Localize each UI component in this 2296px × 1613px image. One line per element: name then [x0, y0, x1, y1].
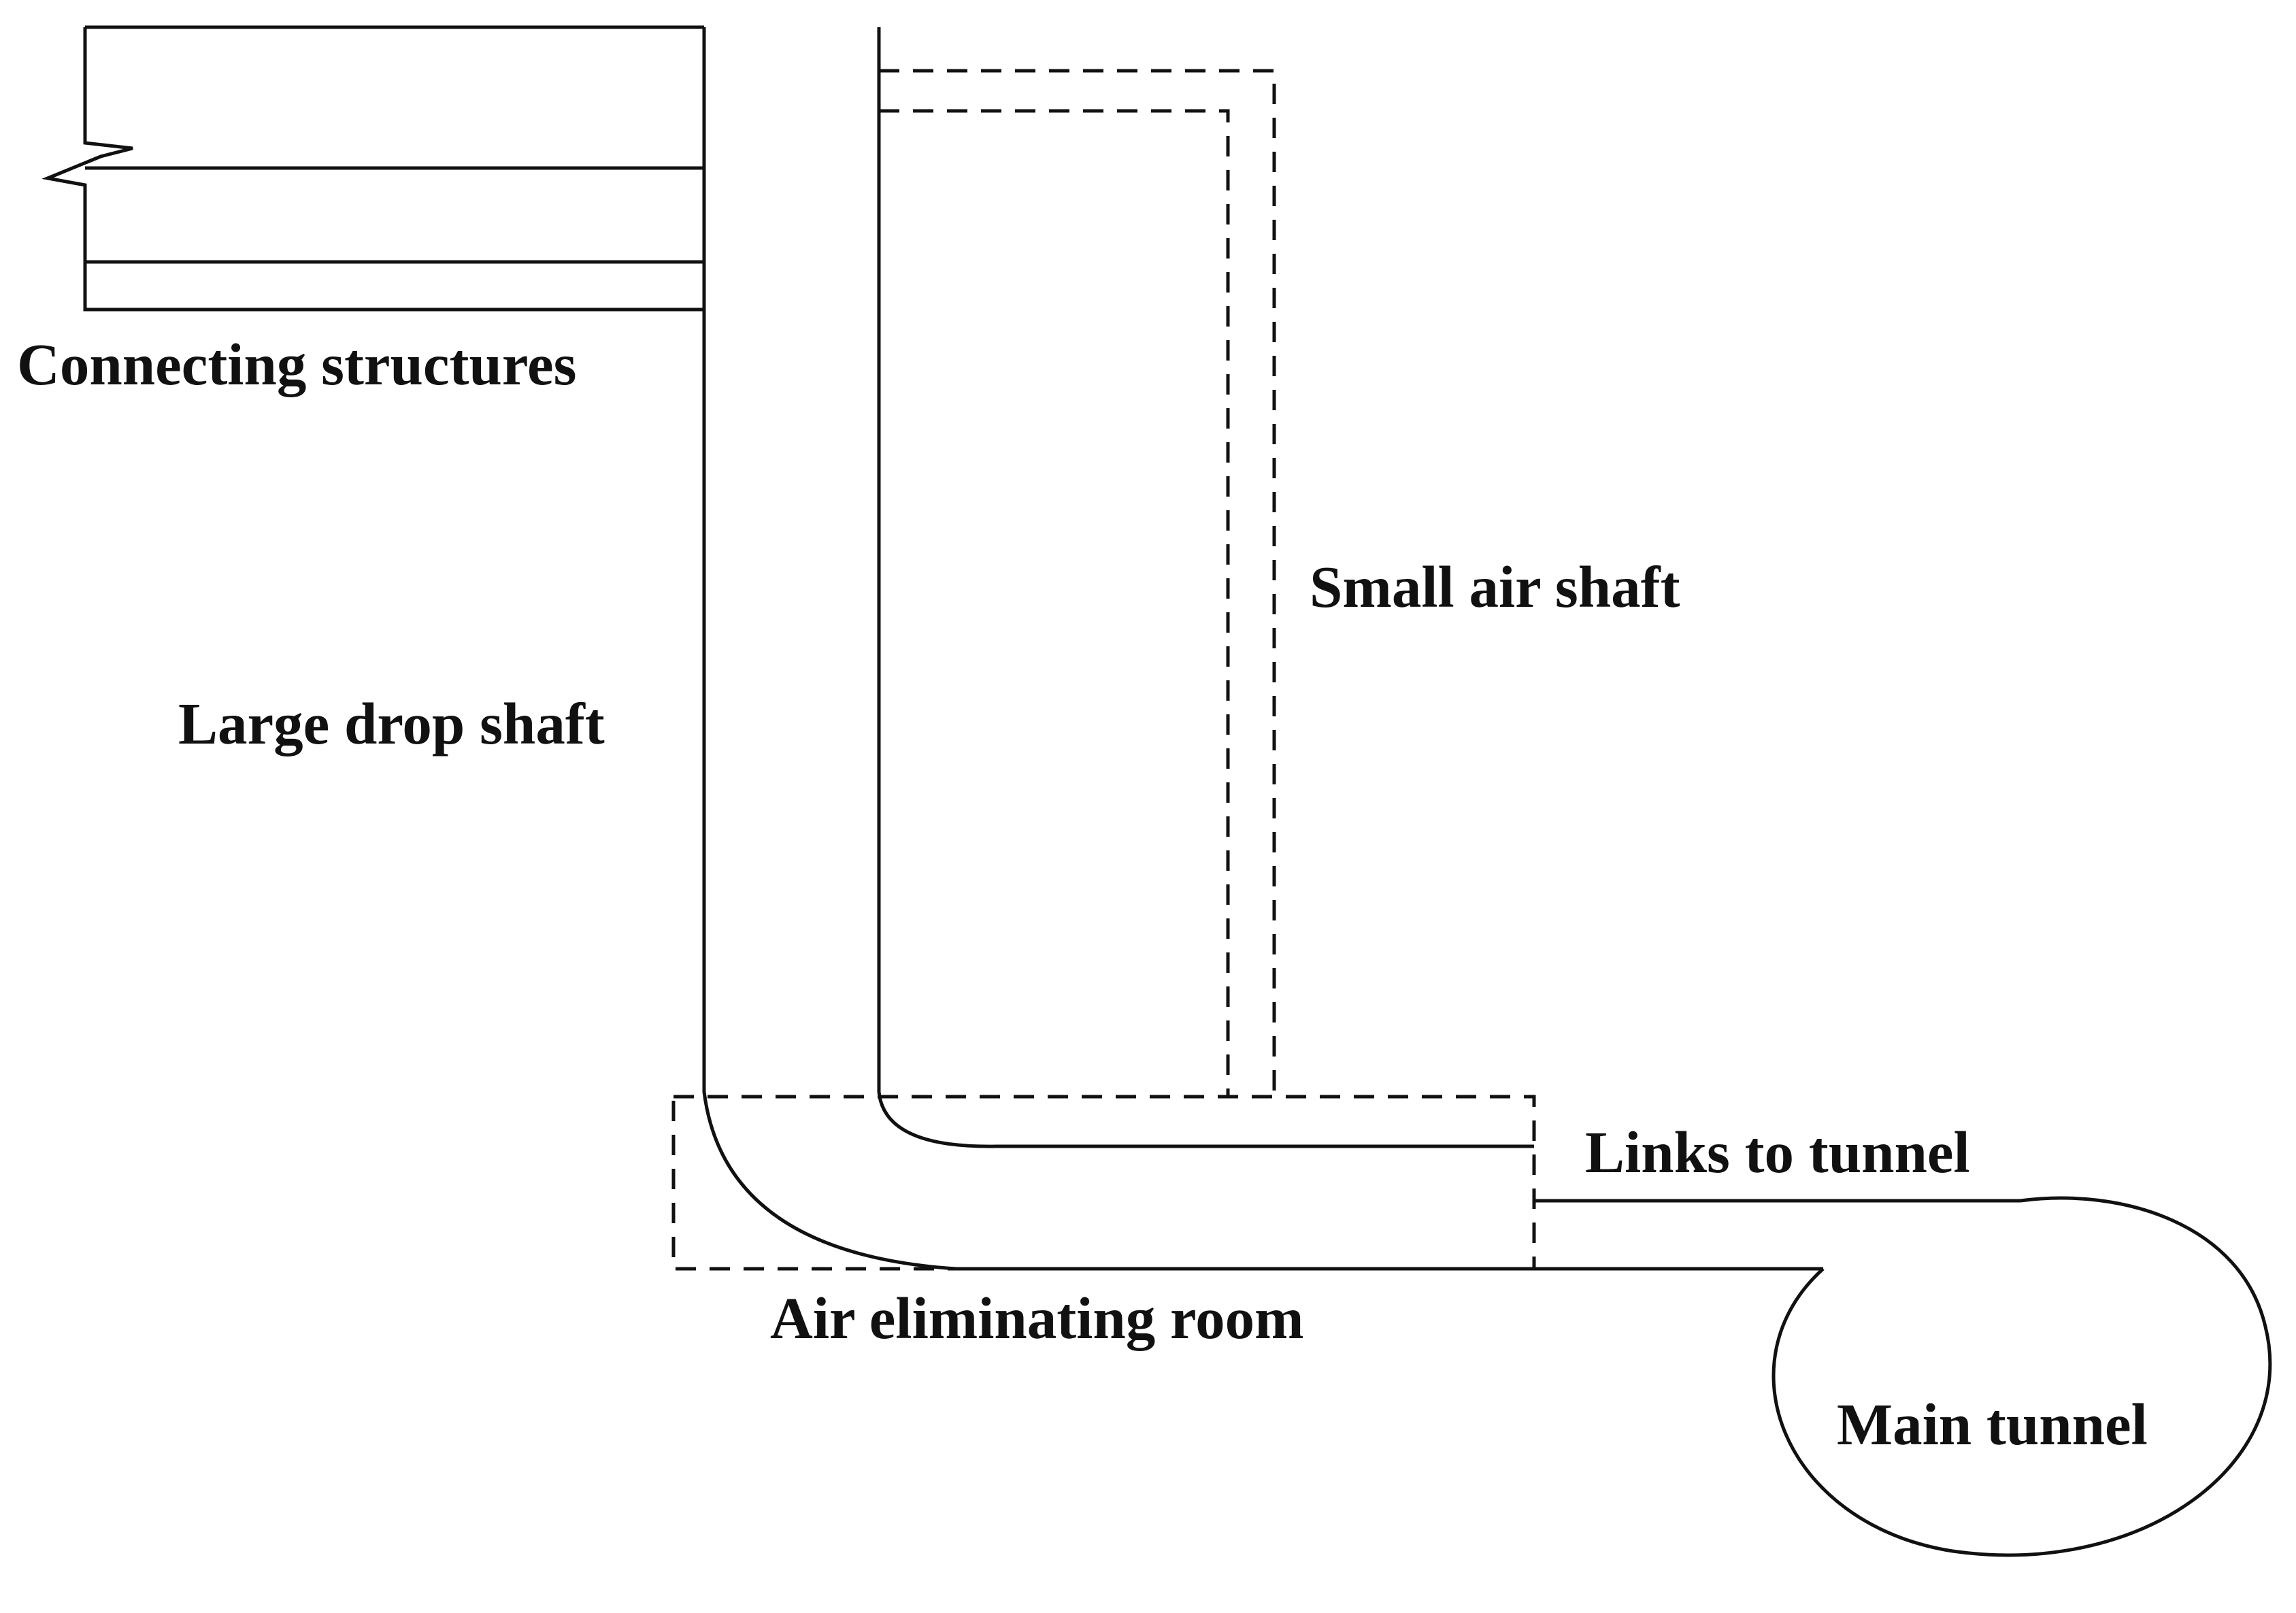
main-tunnel-label: Main tunnel: [1837, 1391, 2148, 1457]
small-air-shaft: [879, 69, 1276, 1097]
main-tunnel: [1771, 1196, 2272, 1557]
connecting-structures: [41, 25, 704, 312]
connecting-structures-label: Connecting structures: [17, 331, 576, 397]
links-to-tunnel-label: Links to tunnel: [1585, 1119, 1970, 1185]
small-air-shaft-label: Small air shaft: [1310, 554, 1680, 620]
air-eliminating-room-label: Air eliminating room: [770, 1285, 1304, 1351]
large-drop-shaft: [702, 27, 1823, 1271]
air-eliminating-room: [671, 1095, 1536, 1271]
large-drop-shaft-label: Large drop shaft: [178, 691, 605, 756]
